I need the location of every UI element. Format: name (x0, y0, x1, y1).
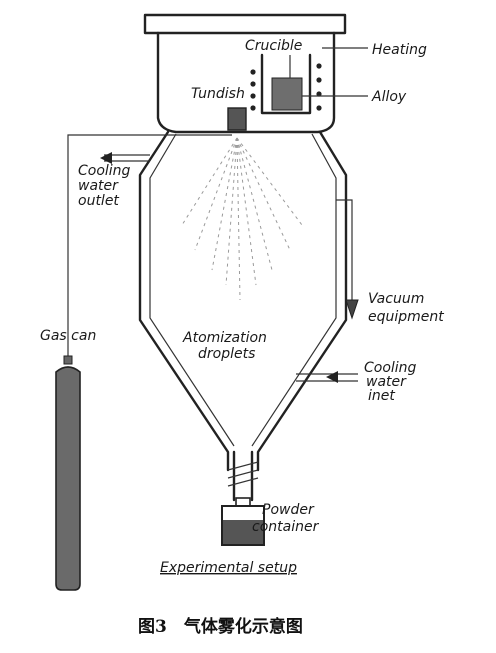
label-vacuum-2: equipment (368, 309, 444, 325)
tundish (227, 107, 247, 131)
label-alloy: Alloy (371, 89, 407, 105)
cooling-inlet-arrow (296, 371, 358, 383)
label-powder-1: Powder (262, 502, 315, 518)
gas-can (55, 355, 81, 591)
label-atomization-2: droplets (198, 346, 255, 362)
label-tundish: Tundish (191, 86, 245, 102)
label-gas-can: Gas can (40, 328, 96, 344)
label-cooling-inlet-1: Cooling (364, 360, 417, 376)
gas-line (67, 134, 232, 358)
label-vacuum-1: Vacuum (368, 291, 424, 307)
label-cooling-outlet-3: outlet (78, 193, 119, 209)
figure-caption: 图3 气体雾化示意图 (138, 616, 303, 637)
spray-droplets (181, 137, 303, 301)
furnace-chamber (143, 13, 347, 134)
powder-container (221, 497, 265, 546)
label-heating: Heating (372, 42, 427, 58)
label-cooling-inlet-2: water (366, 374, 407, 390)
label-cooling-outlet-1: Cooling (78, 163, 131, 179)
powder-outlet (227, 450, 259, 502)
label-cooling-inlet-3: inet (368, 388, 395, 404)
label-experimental-setup: Experimental setup (160, 560, 297, 576)
heating-coil-left (250, 69, 256, 111)
heating-coil-right (316, 63, 322, 111)
label-crucible: Crucible (245, 38, 302, 54)
label-powder-2: container (252, 519, 320, 535)
atomization-chamber (138, 130, 348, 472)
label-atomization-1: Atomization (182, 330, 267, 346)
leader-lines (302, 47, 368, 97)
crucible (250, 53, 322, 115)
cooling-outlet-arrow (100, 152, 150, 164)
label-cooling-outlet-2: water (78, 178, 119, 194)
vacuum-line (336, 199, 359, 320)
